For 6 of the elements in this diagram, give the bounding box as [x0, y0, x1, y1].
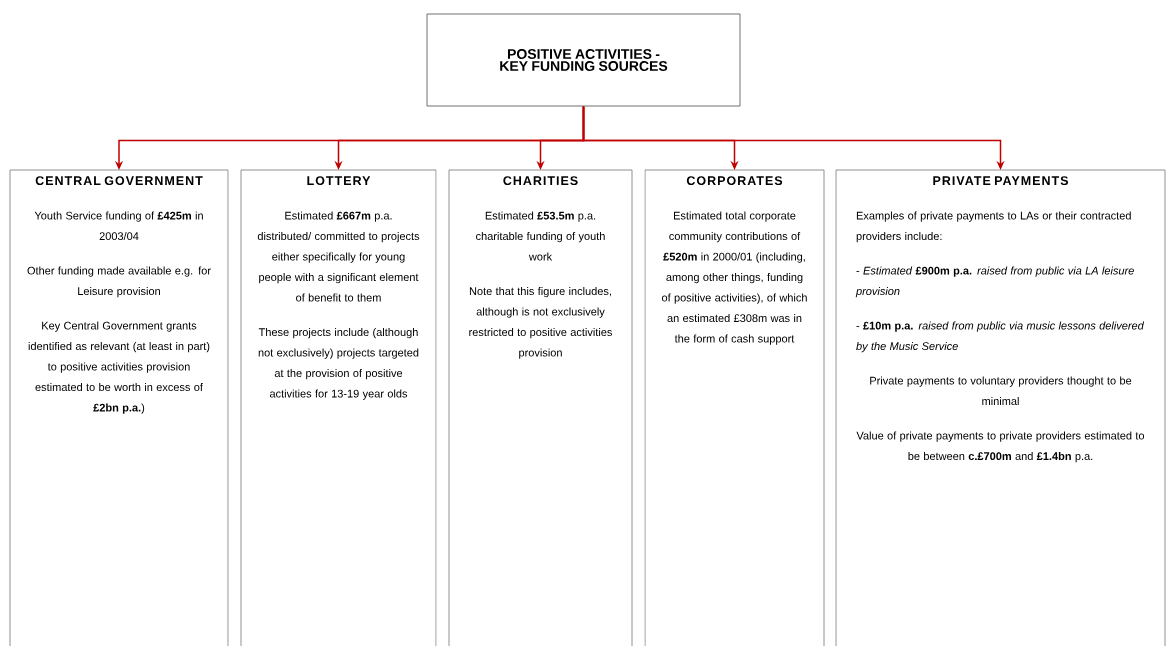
funding-column: LOTTERY Estimated £667m p.a. distributed/ committed to projects either specifically for young people with a significant element of benefit to them These projects include (although not exclusively) projects targeted at the provision of positive activities for 13-19 year olds: [240, 169, 437, 646]
funding-column: CHARITIES Estimated £53.5m p.a. charitable funding of youth work Note that this figure includes, although is not exclusively restricted to positive activities provision: [448, 169, 633, 646]
funding-column: CORPORATES Estimated total corporate community contributions of £520m in 2000/01 (including, among other things, funding of positive activities), of which an estimated £308m was in the form of cash support: [644, 169, 825, 646]
title-box: POSITIVE ACTIVITIES - KEY FUNDING SOURCES: [426, 13, 741, 107]
funding-column: PRIVATE PAYMENTS Examples of private payments to LAs or their contracted providers include: - Estimated £900m p.a. raised from public via LA leisure provision - £10m p.a. raised from public via music lessons delivered by the Music Service Private payments to voluntary providers thought to be minimal Value of private payments to private providers estimated to be between c.£700m and £1.4bn p.a.: [835, 169, 1166, 646]
funding-column: CENTRAL GOVERNMENT Youth Service funding of £425m in 2003/04 Other funding made available e.g. for Leisure provision Key Central Government grants identified as relevant (at least in part) to positive activities provision estimated to be worth in excess of £2bn p.a.): [9, 169, 229, 646]
